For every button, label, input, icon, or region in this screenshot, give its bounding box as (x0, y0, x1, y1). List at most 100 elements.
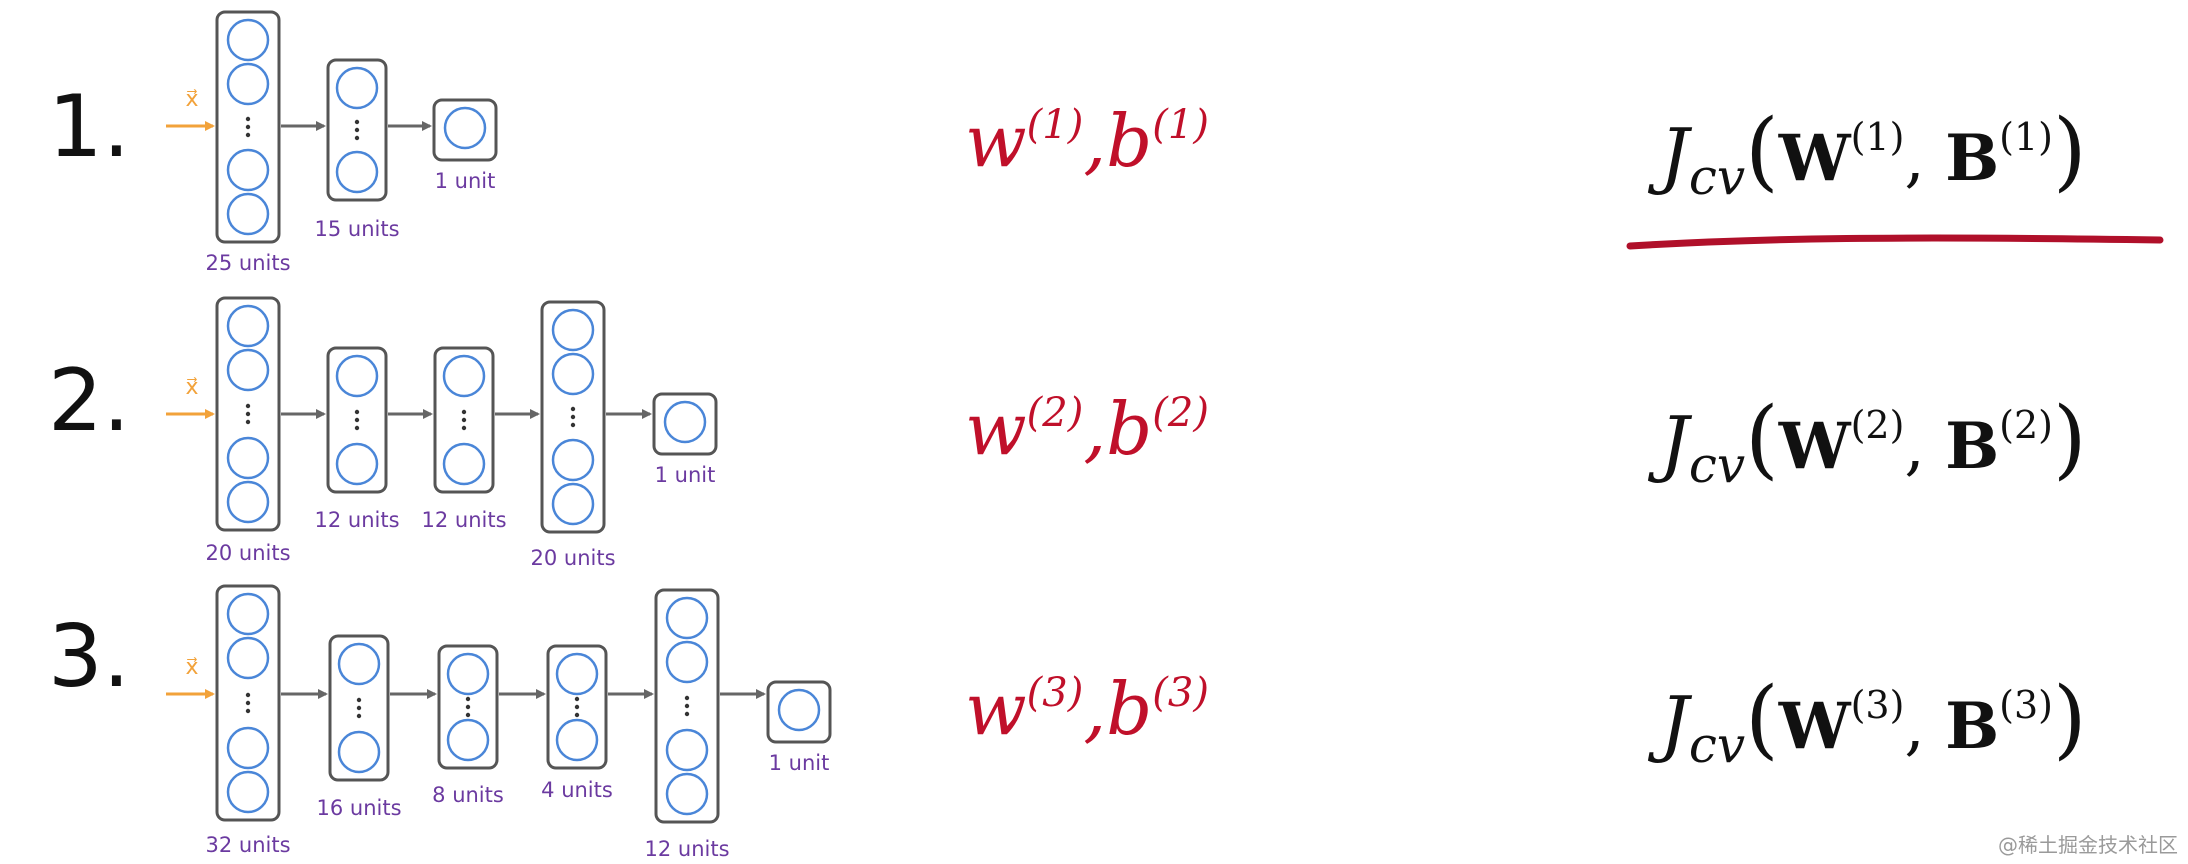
ellipsis-dot (354, 417, 360, 423)
cost-comma: , (1904, 122, 1945, 196)
ellipsis-dot (354, 119, 360, 125)
layer-3: 1 unit (432, 98, 498, 193)
neuron (555, 652, 599, 696)
ellipsis-dot (354, 135, 360, 141)
units-label: 12 units (314, 508, 399, 532)
neuron (226, 726, 270, 770)
cost-expression: Jcv(W(1), B(1)) (1647, 101, 2087, 206)
layer-2: 15 units (314, 58, 432, 241)
neuron (551, 308, 595, 352)
cost-J: J (1647, 113, 1693, 197)
neuron (337, 642, 381, 686)
cost-subscript: cv (1689, 436, 1745, 494)
ellipsis-dot (245, 132, 251, 138)
ellipsis-dot (356, 713, 362, 719)
neuron (665, 772, 709, 816)
ellipsis-dot (461, 425, 467, 431)
cost-J: J (1647, 681, 1693, 765)
layer-5: 12 units (644, 588, 766, 861)
parameters-label: w(2),b(2) (965, 387, 1209, 471)
ellipsis-dot (465, 696, 471, 702)
ellipsis-dot (356, 705, 362, 711)
neuron (226, 636, 270, 680)
cost-B-index: (2) (1999, 403, 2053, 447)
neuron (555, 718, 599, 762)
layer-3: 12 units (421, 346, 540, 532)
layer-box (433, 346, 495, 494)
layer-2: 16 units (316, 634, 437, 820)
layer-box (652, 392, 718, 456)
units-label: 1 unit (655, 463, 716, 487)
cost-B-index: (3) (1999, 683, 2053, 727)
ellipsis-dot (245, 403, 251, 409)
ellipsis-dot (574, 704, 580, 710)
ellipsis-dot (245, 708, 251, 714)
cost-B: B (1945, 689, 1999, 764)
layer-box (540, 300, 606, 534)
ellipsis-dot (684, 711, 690, 717)
cost-B-index: (1) (1999, 115, 2053, 159)
units-label: 12 units (421, 508, 506, 532)
layer-5: 1 unit (652, 392, 718, 487)
neuron (443, 106, 487, 150)
units-label: 4 units (541, 778, 613, 802)
architecture-number: 1. (48, 77, 130, 177)
neuron (226, 62, 270, 106)
ellipsis-dot (570, 414, 576, 420)
cost-subscript: cv (1689, 716, 1745, 774)
ellipsis-dot (684, 695, 690, 701)
layer-box (215, 296, 281, 532)
param-b-index: (3) (1152, 670, 1209, 716)
neuron (226, 148, 270, 192)
neuron (665, 728, 709, 772)
ellipsis-dot (354, 425, 360, 431)
input-x-label: x⃗ (185, 375, 198, 400)
param-w-index: (2) (1027, 390, 1084, 436)
neuron (337, 730, 381, 774)
cost-comma: , (1904, 410, 1945, 484)
layer-2: 12 units (314, 346, 433, 532)
param-b: b (1106, 667, 1152, 751)
neuron (663, 400, 707, 444)
neuron (226, 192, 270, 236)
cost-open-paren: ( (1745, 669, 1779, 769)
cost-W-index: (3) (1851, 683, 1905, 727)
neuron (665, 596, 709, 640)
param-w: w (965, 99, 1027, 183)
watermark: @稀土掘金技术社区 (1998, 833, 2178, 857)
cost-open-paren: ( (1745, 389, 1779, 489)
ellipsis-dot (354, 409, 360, 415)
units-label: 20 units (530, 546, 615, 570)
ellipsis-dot (245, 116, 251, 122)
neuron (226, 592, 270, 636)
neuron (335, 66, 379, 110)
ellipsis-dot (465, 704, 471, 710)
neuron (665, 640, 709, 684)
layer-box (437, 644, 499, 770)
ellipsis-dot (570, 406, 576, 412)
parameters-label: w(1),b(1) (965, 99, 1209, 183)
layer-1: 25 units (205, 10, 326, 275)
param-w-index: (1) (1027, 102, 1084, 148)
units-label: 20 units (205, 541, 290, 565)
neuron (335, 150, 379, 194)
ellipsis-dot (465, 712, 471, 718)
layer-box (326, 346, 388, 494)
units-label: 16 units (316, 796, 401, 820)
cost-W: W (1778, 689, 1852, 764)
param-comma: , (1083, 99, 1106, 183)
layer-3: 8 units (432, 644, 546, 807)
cost-B: B (1945, 409, 1999, 484)
neuron (551, 352, 595, 396)
neuron (226, 18, 270, 62)
layer-1: 32 units (205, 584, 328, 857)
param-comma: , (1083, 387, 1106, 471)
ellipsis-dot (356, 697, 362, 703)
neuron (442, 354, 486, 398)
selected-underline (1626, 234, 2164, 250)
param-b: b (1106, 99, 1152, 183)
layer-box (432, 98, 498, 162)
input-x-label: x⃗ (185, 87, 198, 112)
